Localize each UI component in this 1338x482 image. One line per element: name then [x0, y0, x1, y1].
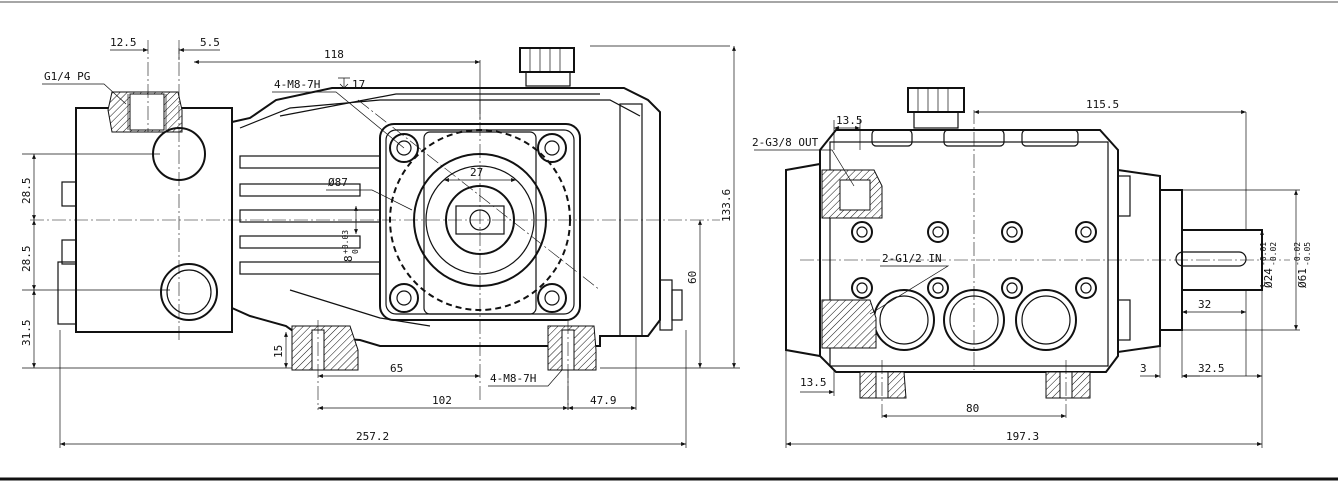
side-view: [22, 40, 740, 448]
front-dim-13-5-bottom: 13.5: [800, 376, 827, 389]
front-dim-80: 80: [966, 402, 979, 415]
front-dia-61-tol-upper: -0.02: [1293, 242, 1302, 266]
front-dia-24-tol-upper: -0.01: [1259, 242, 1268, 266]
side-key-tol-lower: 0: [351, 249, 360, 254]
side-dia-87: Ø87: [328, 176, 348, 189]
front-dia-61: Ø61: [1296, 268, 1309, 288]
side-dim-47-9: 47.9: [590, 394, 617, 407]
front-dia-24-tol-lower: -0.02: [1269, 242, 1278, 266]
side-thread-callout-bottom: 4-M8-7H: [490, 372, 536, 385]
side-dim-257-2: 257.2: [356, 430, 389, 443]
side-dim-27: 27: [470, 166, 483, 179]
side-dim-102: 102: [432, 394, 452, 407]
side-depth-17: 17: [352, 78, 365, 91]
side-dim-118: 118: [324, 48, 344, 61]
front-dim-115-5: 115.5: [1086, 98, 1119, 111]
side-dim-31-5: 31.5: [20, 320, 33, 347]
side-dim-5-5: 5.5: [200, 36, 220, 49]
front-dim-3: 3: [1140, 362, 1147, 375]
front-dim-197-3: 197.3: [1006, 430, 1039, 443]
front-dia-61-tol-lower: -0.05: [1303, 242, 1312, 266]
front-dim-32-5: 32.5: [1198, 362, 1225, 375]
front-dim-13-5-top: 13.5: [836, 114, 863, 127]
front-dim-32: 32: [1198, 298, 1211, 311]
front-view: [754, 87, 1300, 448]
side-key-tol-upper: +0.03: [341, 230, 350, 254]
side-dim-28-5-top: 28.5: [20, 178, 33, 205]
front-dia-24: Ø24: [1262, 268, 1275, 288]
side-dim-15: 15: [272, 345, 285, 358]
side-dim-65: 65: [390, 362, 403, 375]
front-port-out: 2-G3/8 OUT: [752, 136, 819, 149]
side-dim-133-6: 133.6: [720, 189, 733, 222]
side-dim-12-5: 12.5: [110, 36, 137, 49]
side-dim-28-5-bottom: 28.5: [20, 246, 33, 273]
side-thread-callout-top: 4-M8-7H: [274, 78, 320, 91]
side-dim-60: 60: [686, 271, 699, 284]
side-port-g14-pg: G1/4 PG: [44, 70, 90, 83]
side-key-8: 8: [342, 255, 355, 262]
front-port-in: 2-G1/2 IN: [882, 252, 942, 265]
